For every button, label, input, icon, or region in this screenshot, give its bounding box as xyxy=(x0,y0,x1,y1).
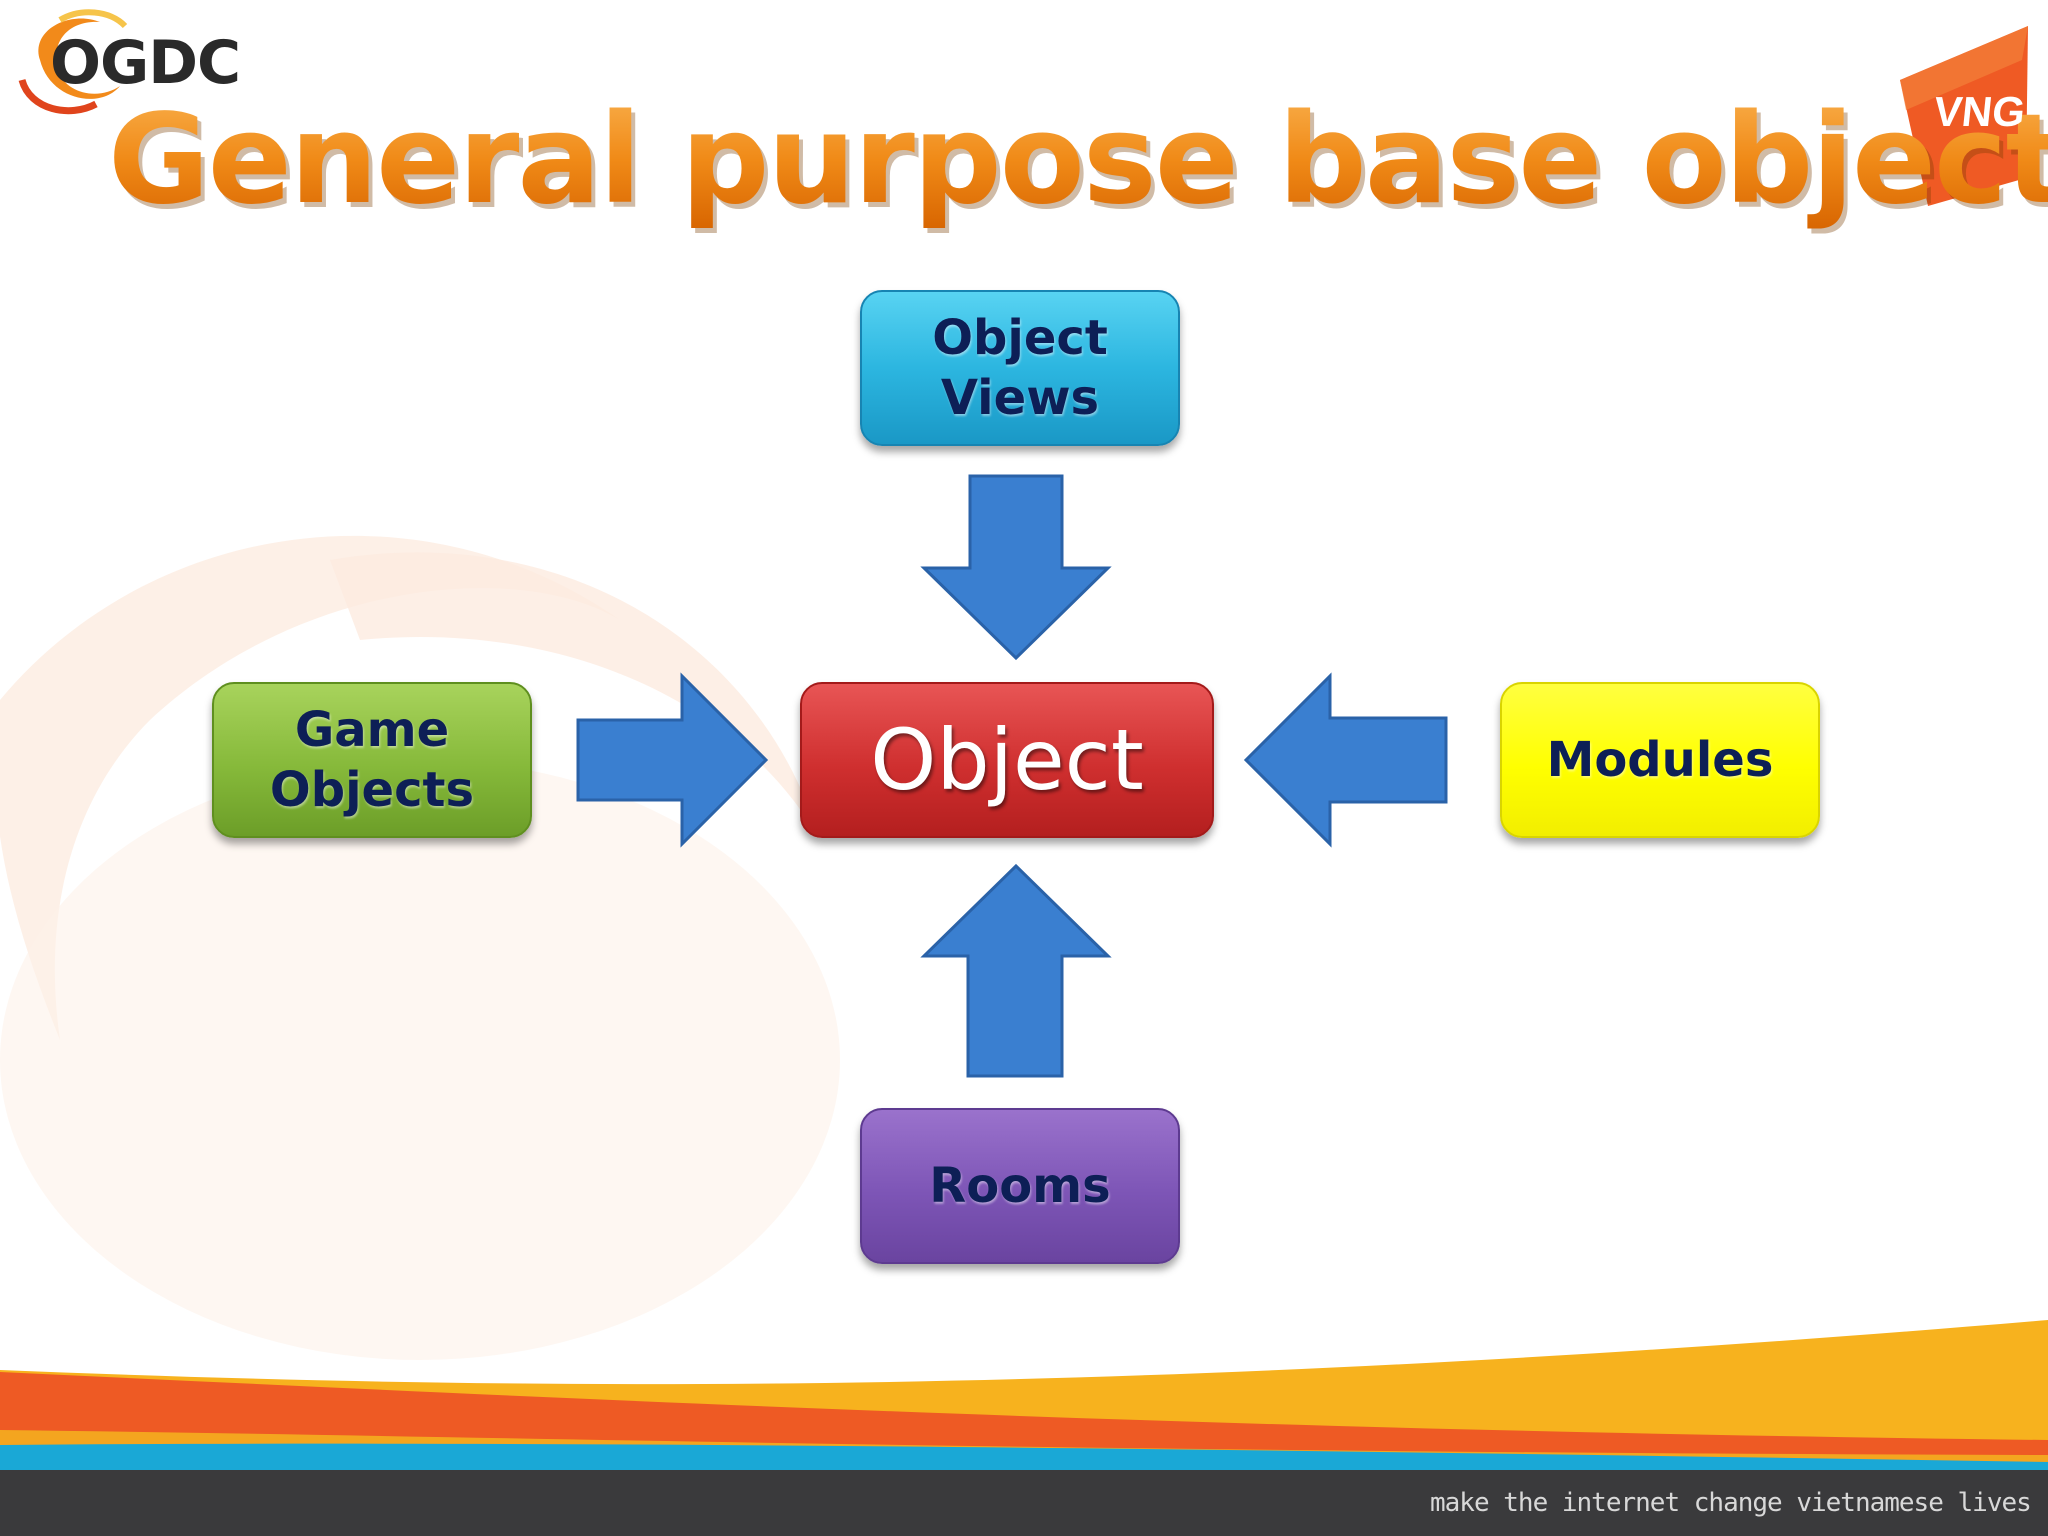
footer-stripe-cyan xyxy=(0,1443,2048,1476)
arrow-up xyxy=(920,863,1112,1078)
logo-swirl xyxy=(38,18,120,99)
game-objects-box: Game Objects xyxy=(212,682,532,838)
object-views-box: Object Views xyxy=(860,290,1180,446)
swirl-shape xyxy=(0,535,620,1040)
modules-box: Modules xyxy=(1500,682,1820,838)
rooms-box: Rooms xyxy=(860,1108,1180,1264)
brand-logo-text: VNG xyxy=(1931,88,2028,135)
arrow-right xyxy=(576,672,769,848)
object-label: Object xyxy=(870,711,1144,809)
game-objects-label-line2: Objects xyxy=(269,762,475,818)
brand-badge-highlight xyxy=(1900,26,2028,110)
logo-swirl-accent xyxy=(58,9,128,29)
object-box: Object xyxy=(800,682,1214,838)
logo-swirl-accent xyxy=(18,78,98,115)
page-title-shadow: General purpose base object xyxy=(112,93,2048,237)
footer-bar xyxy=(0,1470,2048,1536)
arrow-down xyxy=(920,474,1112,661)
modules-label: Modules xyxy=(1546,732,1774,788)
game-objects-label-line1: Game xyxy=(294,702,450,758)
object-views-label-line1: Object xyxy=(932,310,1108,366)
object-views-label-line2: Views xyxy=(940,370,1100,426)
arrow-left xyxy=(1243,672,1448,848)
swirl-shape xyxy=(0,760,840,1360)
logo-text: OGDC xyxy=(50,28,241,98)
swirl-shape xyxy=(330,552,820,840)
rooms-label: Rooms xyxy=(929,1158,1111,1214)
footer-tagline: make the internet change vietnamese live… xyxy=(1430,1488,2032,1518)
page-title: General purpose base object xyxy=(108,88,2048,232)
